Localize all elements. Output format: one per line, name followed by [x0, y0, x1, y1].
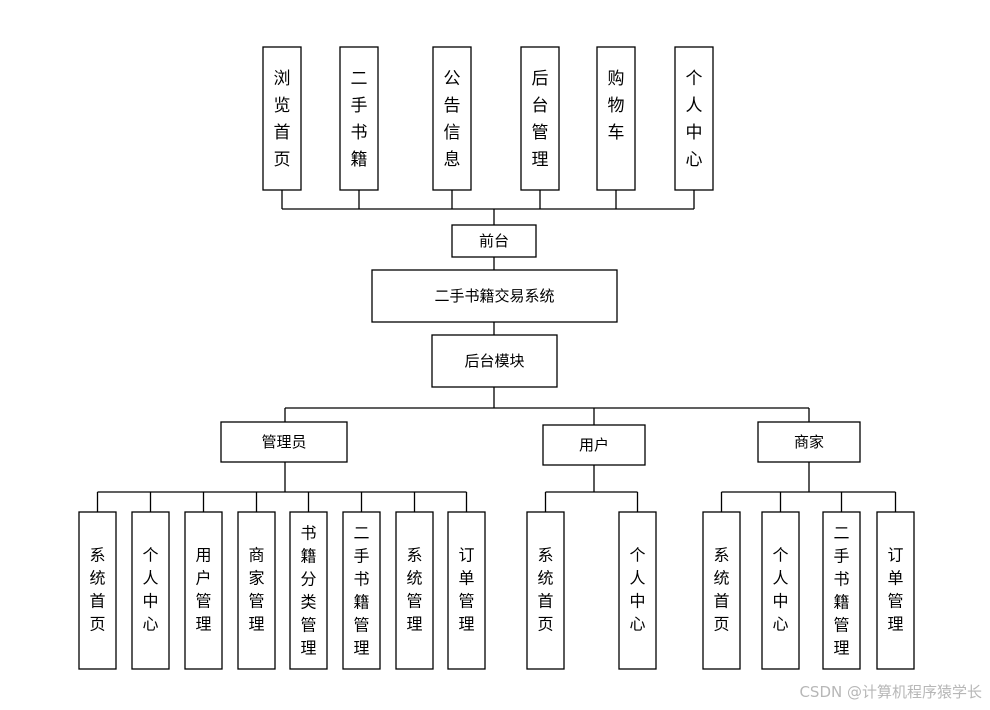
role-admin-module-8: 订单管理 [447, 511, 486, 670]
role-admin-module-4: 商家管理 [237, 511, 276, 670]
front-module-5: 购物车 [596, 46, 636, 191]
front-module-3: 公告信息 [432, 46, 472, 191]
role-admin-module-7-label: 系统管理 [406, 546, 422, 634]
role-user-module-2: 个人中心 [618, 511, 657, 670]
system-node-box [371, 269, 618, 323]
role-admin-module-7-box [395, 511, 434, 670]
front-module-1-label: 浏览首页 [274, 69, 291, 170]
front-module-6-label: 个人中心 [686, 69, 703, 170]
role-admin-module-8-label: 订单管理 [458, 546, 474, 634]
role-merchant-module-1: 系统首页 [702, 511, 741, 670]
role-admin-module-6-box [342, 511, 381, 670]
front-module-1: 浏览首页 [262, 46, 302, 191]
role-merchant-module-1-box [702, 511, 741, 670]
role-user-box [542, 424, 646, 466]
qiantai-node-box [451, 224, 537, 258]
role-admin-module-5-label: 书籍分类管理 [300, 524, 316, 658]
role-admin-module-5: 书籍分类管理 [289, 511, 328, 670]
front-module-5-label: 购物车 [608, 69, 625, 143]
role-user-module-2-box [618, 511, 657, 670]
role-merchant-module-3: 二手书籍管理 [822, 511, 861, 670]
role-merchant-module-1-label: 系统首页 [713, 546, 729, 634]
role-admin-module-3-label: 用户管理 [195, 546, 211, 634]
backend-node: 后台模块 [431, 334, 558, 388]
role-admin-module-1-label: 系统首页 [89, 546, 105, 634]
role-merchant-module-2: 个人中心 [761, 511, 800, 670]
front-module-5-box [596, 46, 636, 191]
front-module-2-box [339, 46, 379, 191]
role-admin-label: 管理员 [261, 433, 306, 451]
front-module-1-box [262, 46, 302, 191]
role-user-module-1-box [526, 511, 565, 670]
role-admin-module-6: 二手书籍管理 [342, 511, 381, 670]
role-admin-module-7: 系统管理 [395, 511, 434, 670]
role-user-module-1: 系统首页 [526, 511, 565, 670]
role-merchant-module-2-box [761, 511, 800, 670]
role-user: 用户 [542, 424, 646, 466]
role-admin-module-3-box [184, 511, 223, 670]
role-merchant-box [757, 421, 861, 463]
role-admin-module-4-label: 商家管理 [248, 546, 264, 634]
role-user-label: 用户 [579, 436, 609, 454]
front-module-6: 个人中心 [674, 46, 714, 191]
role-admin-module-6-label: 二手书籍管理 [353, 524, 369, 658]
role-merchant-module-2-label: 个人中心 [772, 546, 788, 634]
role-admin-module-3: 用户管理 [184, 511, 223, 670]
role-admin: 管理员 [220, 421, 348, 463]
front-module-3-box [432, 46, 472, 191]
backend-node-box [431, 334, 558, 388]
role-merchant-module-3-label: 二手书籍管理 [833, 524, 849, 658]
role-admin-module-5-box [289, 511, 328, 670]
front-module-2: 二手书籍 [339, 46, 379, 191]
role-admin-module-4-box [237, 511, 276, 670]
front-module-2-label: 二手书籍 [351, 69, 368, 170]
role-merchant-module-4-box [876, 511, 915, 670]
role-user-module-1-label: 系统首页 [537, 546, 553, 634]
front-module-4: 后台管理 [520, 46, 560, 191]
qiantai-node-label: 前台 [479, 232, 509, 250]
role-merchant-module-4: 订单管理 [876, 511, 915, 670]
front-module-4-box [520, 46, 560, 191]
connector-lines [96, 190, 897, 512]
front-module-3-label: 公告信息 [444, 69, 461, 170]
role-admin-box [220, 421, 348, 463]
role-admin-module-2-label: 个人中心 [142, 546, 158, 634]
system-node-label: 二手书籍交易系统 [434, 287, 554, 305]
qiantai-node: 前台 [451, 224, 537, 258]
role-user-module-2-label: 个人中心 [629, 546, 645, 634]
watermark: CSDN @计算机程序猿学长 [799, 683, 982, 701]
role-admin-module-8-box [447, 511, 486, 670]
diagram-nodes: 浏览首页二手书籍公告信息后台管理购物车个人中心前台二手书籍交易系统后台模块管理员… [78, 46, 915, 670]
role-merchant-label: 商家 [794, 433, 824, 451]
role-admin-module-2: 个人中心 [131, 511, 170, 670]
front-module-4-label: 后台管理 [532, 69, 549, 170]
role-merchant-module-4-label: 订单管理 [887, 546, 903, 634]
role-merchant-module-3-box [822, 511, 861, 670]
role-admin-module-1-box [78, 511, 117, 670]
role-admin-module-2-box [131, 511, 170, 670]
role-admin-module-1: 系统首页 [78, 511, 117, 670]
system-node: 二手书籍交易系统 [371, 269, 618, 323]
backend-node-label: 后台模块 [464, 352, 524, 370]
role-merchant: 商家 [757, 421, 861, 463]
front-module-6-box [674, 46, 714, 191]
